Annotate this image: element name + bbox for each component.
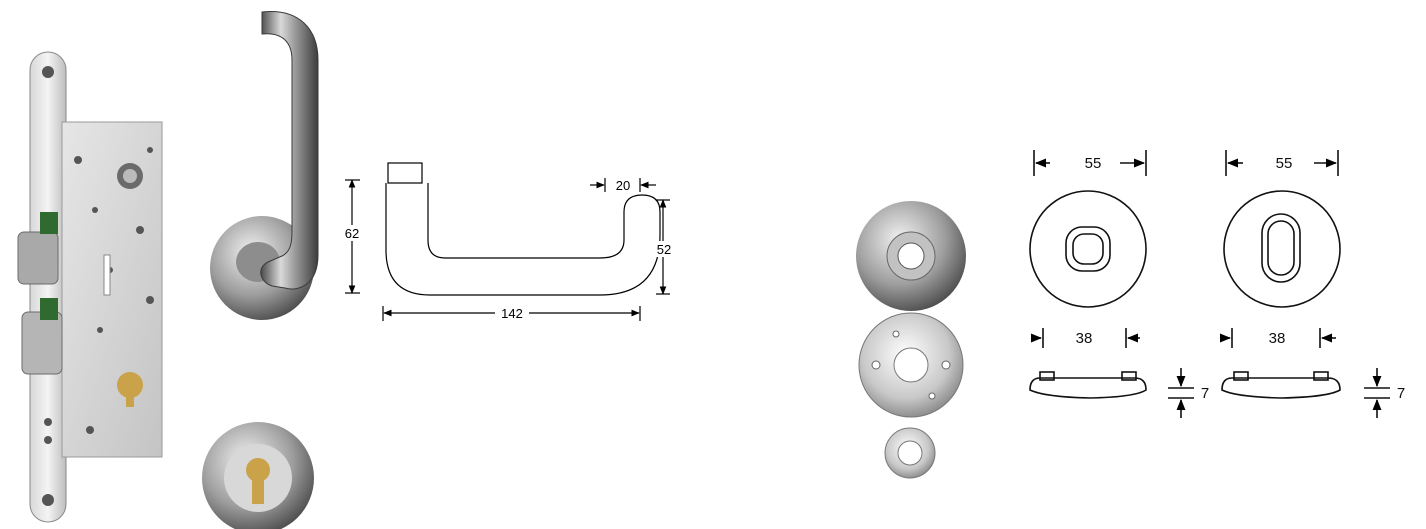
mortise-lock-image [17,51,163,523]
rose1-dim-diameter: 55 [1085,155,1102,172]
escutcheon-cylinder-image [202,422,314,529]
lever-handle-image [210,11,319,320]
rose2-dim-diameter: 55 [1276,155,1293,172]
dim-height-left: 62 [345,226,359,241]
rose1-dim-thickness: 7 [1201,385,1209,402]
dim-length: 142 [501,306,523,321]
rose-drawing-1: 55 38 7 [1029,150,1209,418]
handle-dimension-drawing: 62 52 20 142 [340,162,675,321]
rose-parts-image [856,201,966,479]
dim-grip-width: 20 [616,178,630,193]
rose1-dim-inner: 38 [1076,330,1093,347]
rose2-dim-inner: 38 [1269,330,1286,347]
dim-height-right: 52 [657,242,671,257]
rose-drawing-2: 55 38 7 [1219,150,1405,418]
rose2-dim-thickness: 7 [1397,385,1405,402]
